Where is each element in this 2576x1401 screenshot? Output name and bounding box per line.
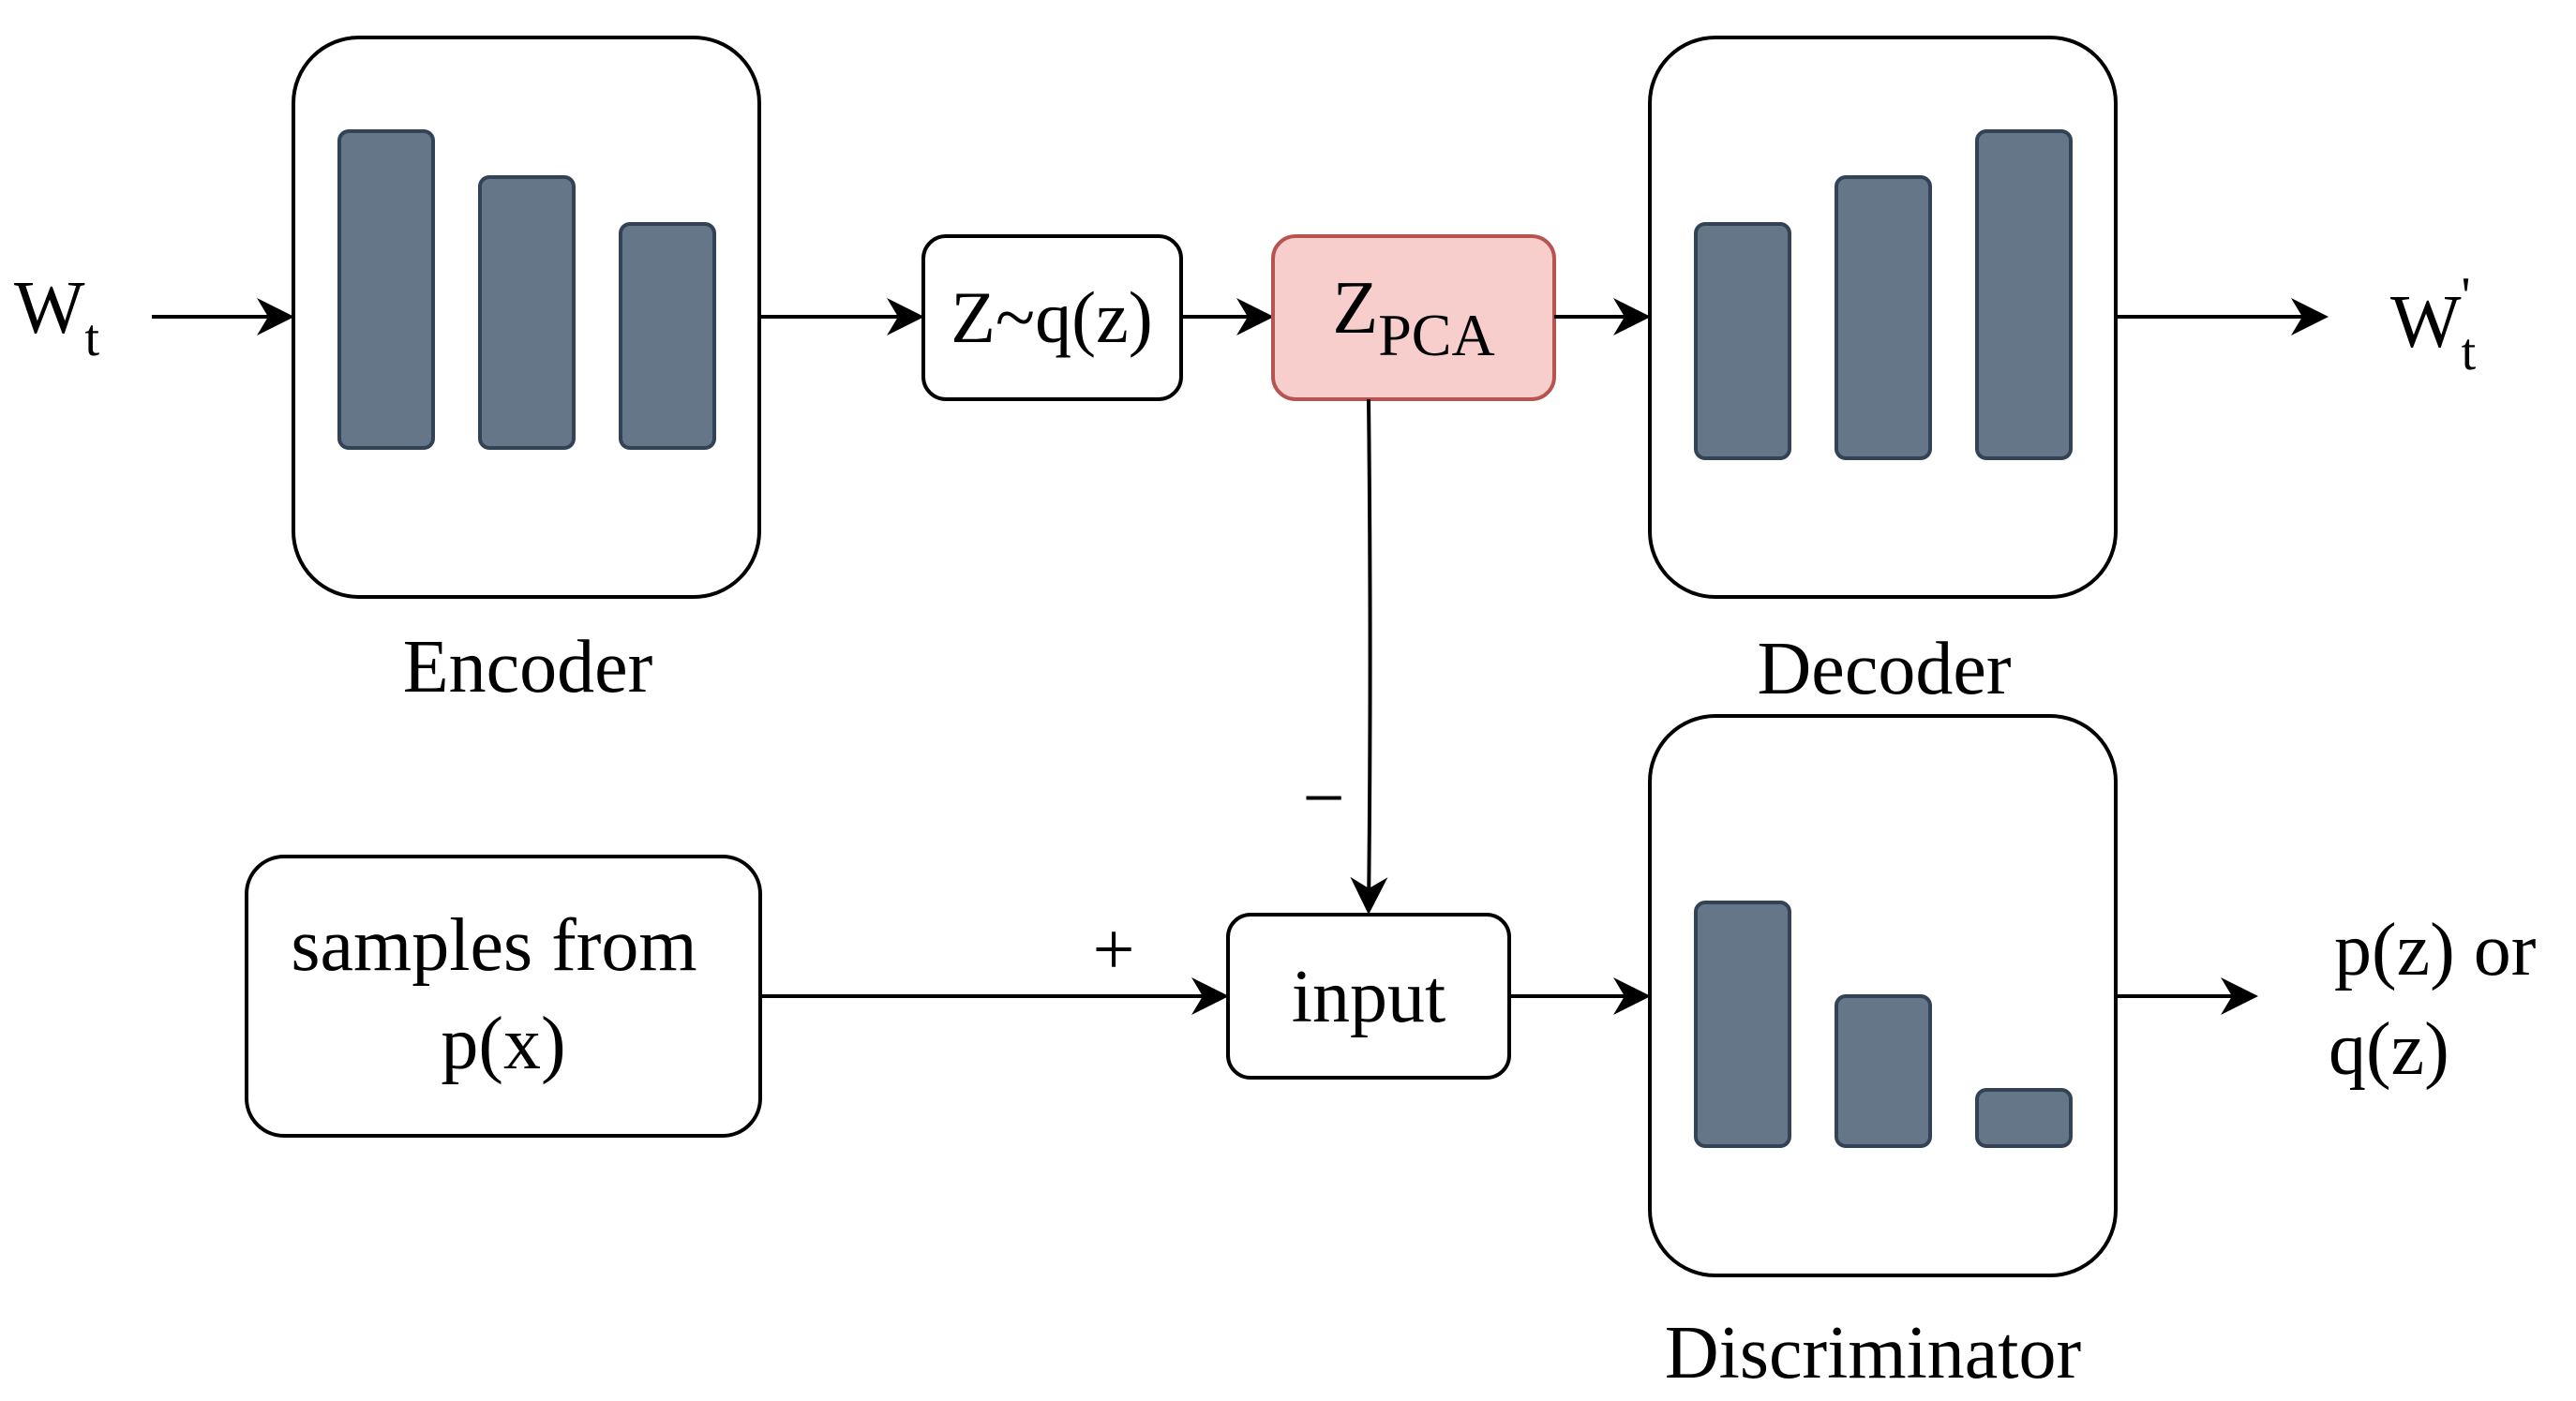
input-base: W: [14, 267, 85, 350]
pca-latent-base: Z: [1332, 267, 1378, 350]
encoder-layer-2: [478, 175, 576, 450]
minus-sign: −: [1302, 757, 1344, 840]
decoder-layer-3: [1975, 129, 2073, 460]
encoder-label: Encoder: [403, 626, 653, 708]
output-base: W: [2390, 281, 2462, 364]
prior-samples-line2: p(x): [441, 1003, 565, 1085]
input-label: Wt: [14, 267, 100, 367]
output-label: W't: [2390, 267, 2477, 381]
discriminator-layer-1: [1694, 901, 1791, 1148]
disc-output-line2: q(z): [2329, 1008, 2449, 1091]
sampler-label: Z~q(z): [951, 276, 1152, 358]
plus-sign: +: [1092, 909, 1134, 991]
prior-samples-box: [245, 855, 762, 1138]
pca-latent-subscript: PCA: [1378, 302, 1495, 368]
discriminator-label: Discriminator: [1665, 1312, 2081, 1394]
decoder-layer-1: [1694, 222, 1791, 460]
encoder-layer-3: [619, 222, 716, 450]
disc-input-label: input: [1292, 956, 1445, 1038]
output-subscript: t: [2462, 323, 2477, 381]
encoder-layer-1: [337, 129, 435, 450]
decoder-block: [1648, 36, 2118, 599]
discriminator-layer-3: [1975, 1088, 2073, 1148]
encoder-block: [292, 36, 761, 599]
pca-to-input-arrow: [1350, 398, 1388, 915]
discriminator-layer-2: [1835, 994, 1932, 1148]
decoder-layer-2: [1835, 175, 1932, 460]
output-prime: ': [2462, 267, 2471, 325]
disc-output-line1: p(z) or: [2334, 909, 2536, 991]
discriminator-block: [1648, 714, 2118, 1277]
prior-samples-line1: samples from: [291, 904, 696, 987]
decoder-label: Decoder: [1758, 628, 2012, 710]
pca-latent-label: ZPCA: [1332, 267, 1494, 368]
input-subscript: t: [85, 309, 100, 367]
